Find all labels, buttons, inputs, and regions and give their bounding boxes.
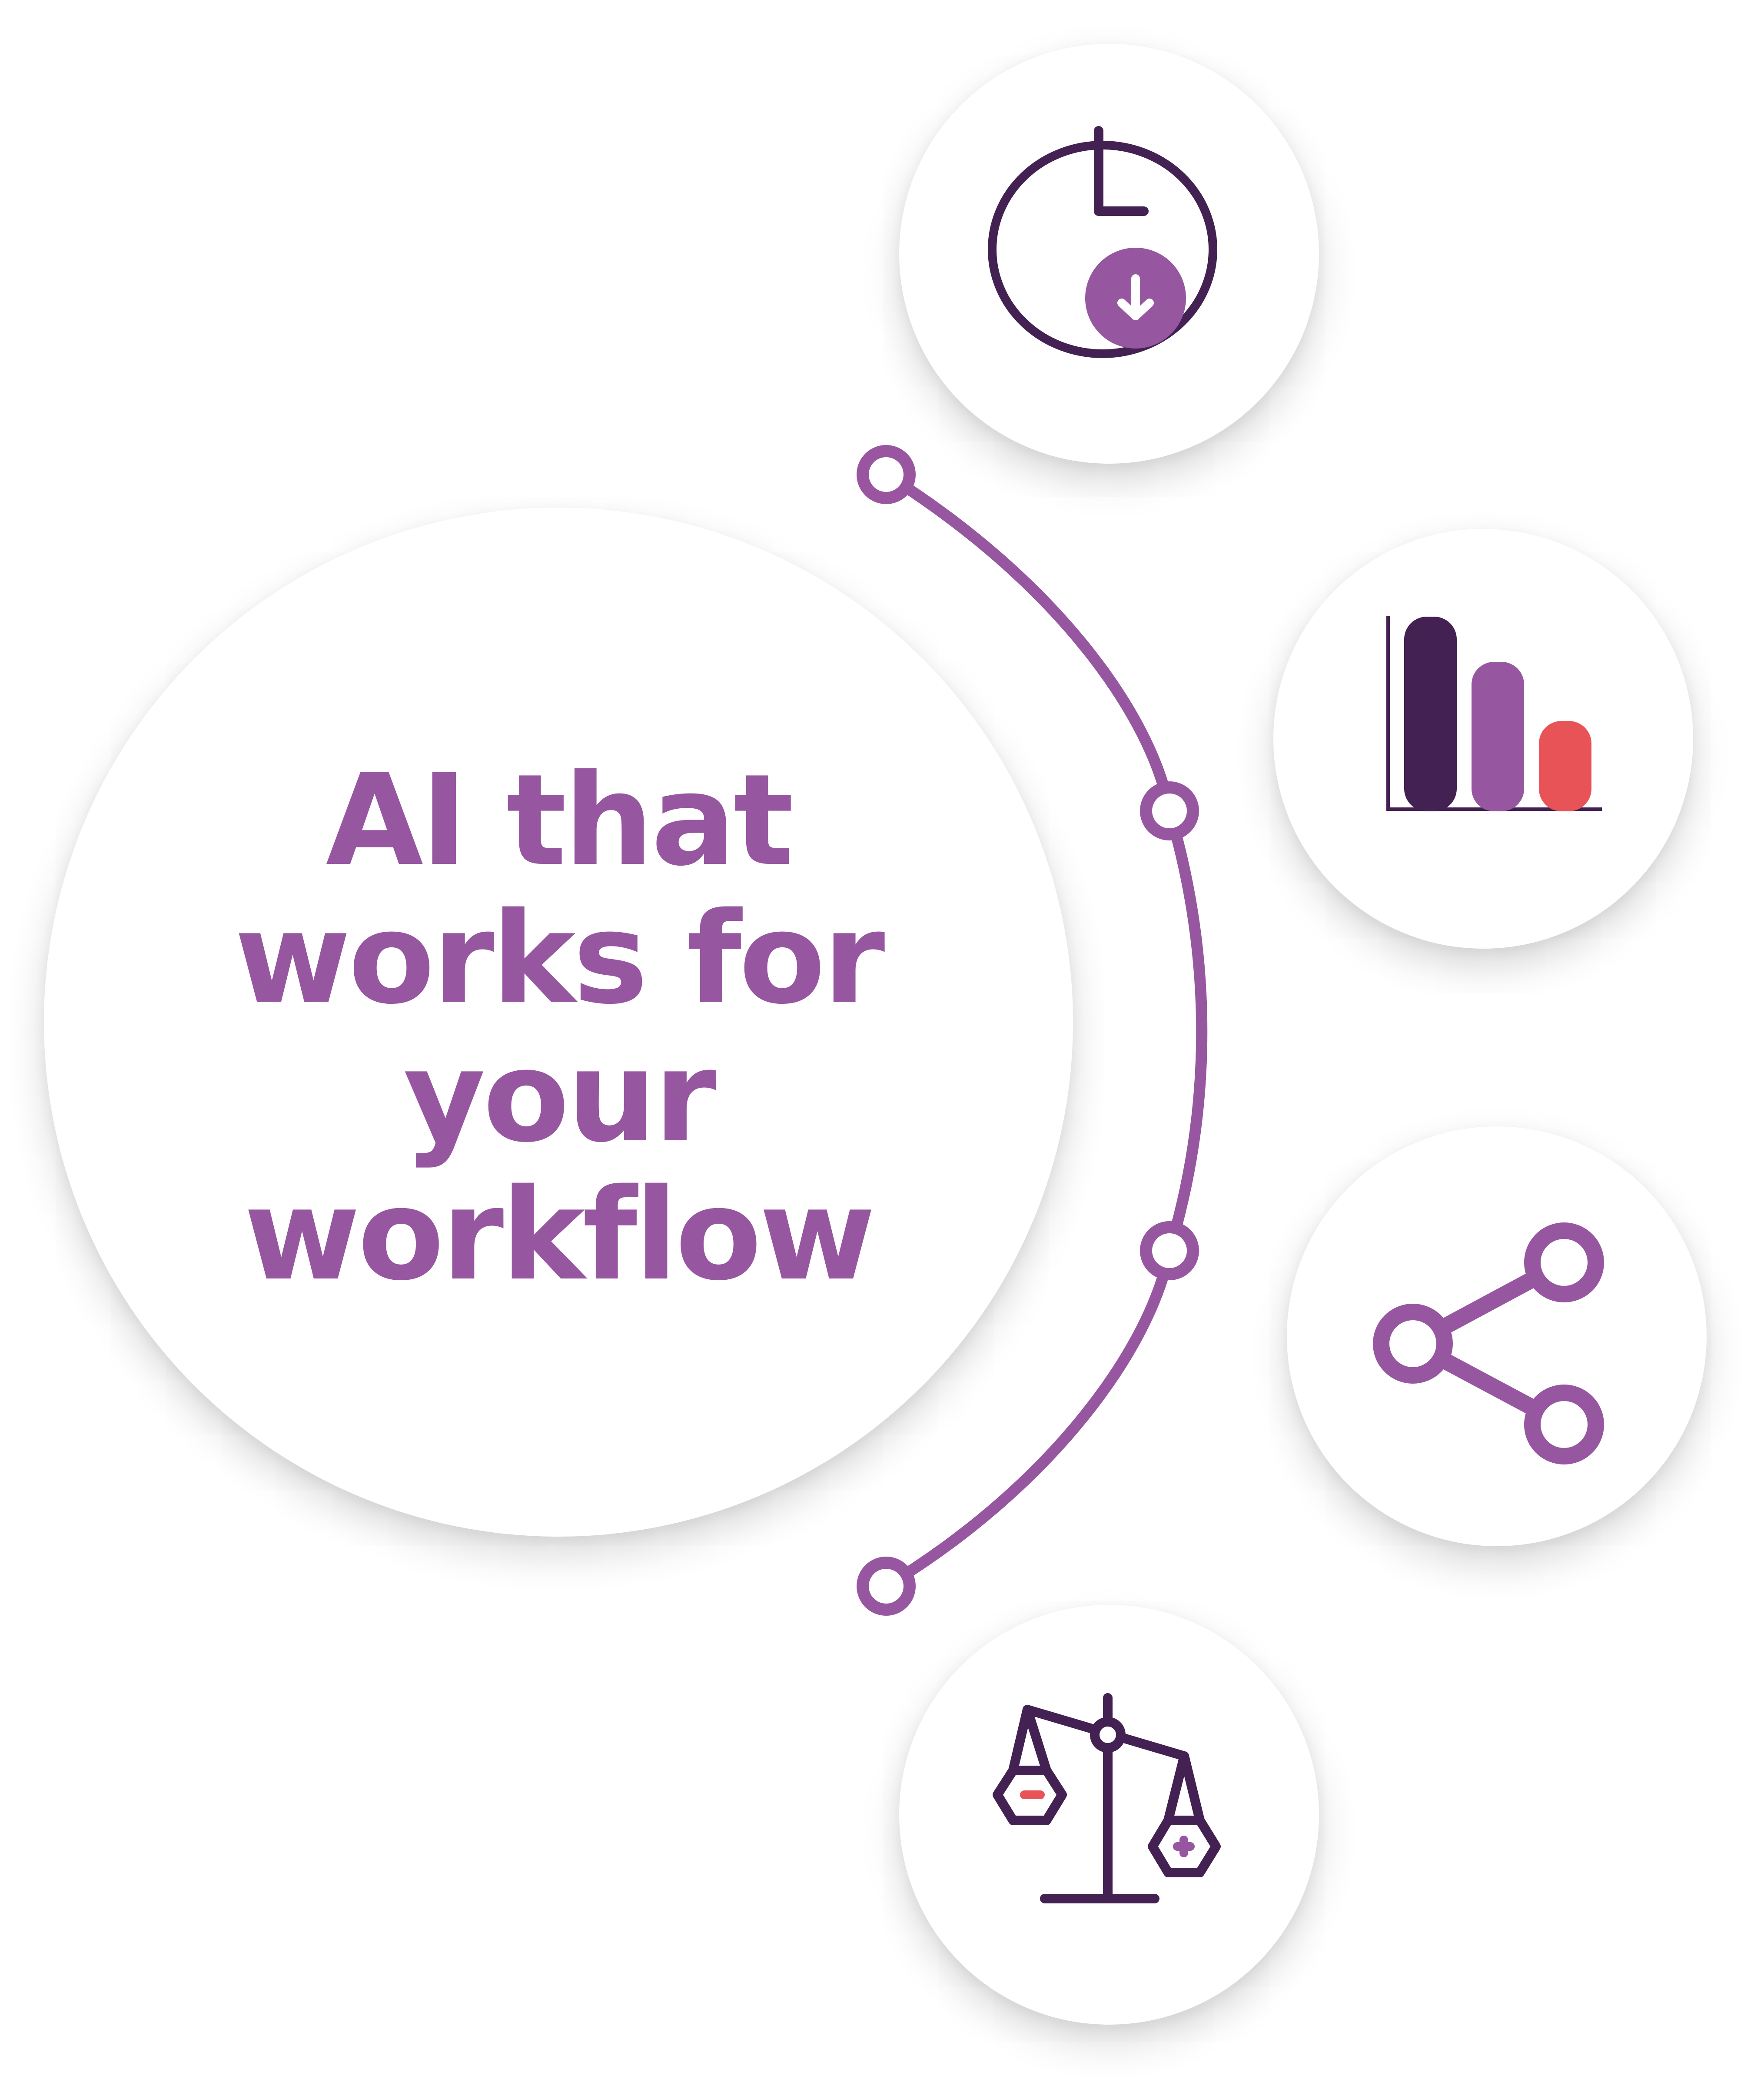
connector-node-4 bbox=[857, 1557, 916, 1616]
headline-line-1: AI that bbox=[326, 747, 794, 894]
main-circle bbox=[44, 508, 1073, 1537]
feature-circle-share bbox=[1287, 1126, 1707, 1546]
feature-circle-scale bbox=[899, 1605, 1319, 2025]
balance-scale-icon bbox=[993, 1693, 1221, 1903]
headline-line-2: works for bbox=[234, 886, 885, 1032]
headline-line-4: workflow bbox=[244, 1162, 876, 1308]
connector-node-3 bbox=[1140, 1221, 1199, 1280]
connector-node-1 bbox=[857, 445, 916, 504]
bar-chart-icon bbox=[1386, 616, 1602, 811]
share-icon bbox=[1373, 1222, 1604, 1464]
clock-download-icon bbox=[988, 126, 1217, 358]
connector-node-2 bbox=[1140, 781, 1199, 840]
feature-circle-clock bbox=[899, 44, 1319, 464]
headline-line-3: your bbox=[403, 1024, 716, 1170]
feature-circle-bar-chart bbox=[1273, 529, 1693, 949]
headline: AI that works for your workflow bbox=[80, 752, 1036, 1305]
